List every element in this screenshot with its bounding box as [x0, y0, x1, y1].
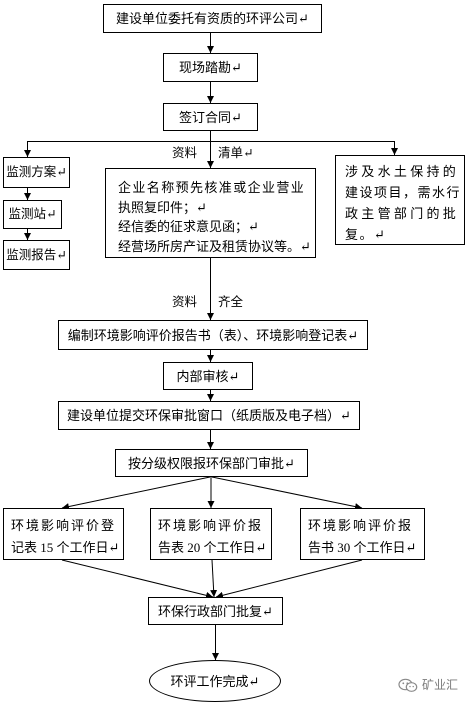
monitoring-plan-node: 监测方案↵ [3, 157, 70, 188]
required-documents-node: 企业名称预先核准或企业营业 执照复印件；↵ 经信委的征求意见函；↵ 经营场所房产… [105, 168, 316, 258]
document-line: 经营场所房产证及租赁协议等。↵ [118, 238, 311, 254]
tiered-submission-node: 按分级权限报环保部门审批↵ [115, 449, 308, 477]
review-type-line: 告书 30 个工作日↵ [308, 540, 417, 555]
submit-window-node: 建设单位提交环保审批窗口（纸质版及电子档）↵ [58, 401, 360, 430]
review-type-line: 告表 20 个工作日↵ [158, 540, 267, 555]
end-node: 环评工作完成↵ [149, 660, 281, 702]
soil-water-note-node: 涉及水土保持的 建设项目，需水行 政主管部门的批 复。↵ [335, 155, 465, 245]
prepare-report-node: 编制环境影响评价报告书（表）、环境影响登记表↵ [58, 320, 368, 350]
complete-label-right: 齐全 [218, 295, 244, 309]
registration-form-node: 环境影响评价登 记表 15 个工作日↵ [3, 508, 124, 560]
review-type-line: 环境影响评价登 [11, 518, 117, 533]
review-type-line: 环境影响评价报 [308, 518, 414, 533]
review-type-line: 环境影响评价报 [158, 518, 264, 533]
note-line: 建设项目，需水行 [345, 185, 462, 200]
internal-review-node: 内部审核↵ [163, 362, 253, 390]
arrow-report-book-to-approval [215, 559, 363, 599]
document-line: 执照复印件；↵ [118, 199, 207, 215]
document-line: 经信委的征求意见函；↵ [118, 219, 259, 234]
watermark-text: 矿业汇 [422, 678, 459, 692]
materials-label-right: 清单↵ [218, 146, 254, 160]
complete-label-left: 资料 [172, 295, 198, 309]
report-book-node: 环境影响评价报 告书 30 个工作日↵ [300, 508, 425, 560]
report-form-node: 环境影响评价报 告表 20 个工作日↵ [150, 508, 272, 560]
wechat-icon [398, 678, 418, 692]
review-type-line: 记表 15 个工作日↵ [11, 540, 120, 555]
arrow-report-form-to-approval [210, 559, 218, 598]
monitoring-station-node: 监测站↵ [3, 200, 62, 229]
materials-label-left: 资料 [172, 146, 198, 160]
approval-node: 环保行政部门批复↵ [148, 597, 283, 625]
note-line: 涉及水土保持的 [345, 164, 460, 179]
note-line: 复。↵ [345, 227, 387, 242]
arrow-registration-to-approval [61, 559, 214, 599]
note-line: 政主管部门的批 [345, 206, 460, 221]
arrow-tiered-to-registration [61, 476, 211, 510]
sign-contract-node: 签订合同↵ [163, 103, 258, 131]
monitoring-report-node: 监测报告↵ [3, 240, 70, 270]
start-node: 建设单位委托有资质的环评公司↵ [103, 4, 322, 33]
arrow-tiered-to-report-book [211, 476, 363, 511]
site-survey-node: 现场踏勘↵ [163, 53, 258, 82]
document-line: 企业名称预先核准或企业营业 [118, 180, 306, 195]
